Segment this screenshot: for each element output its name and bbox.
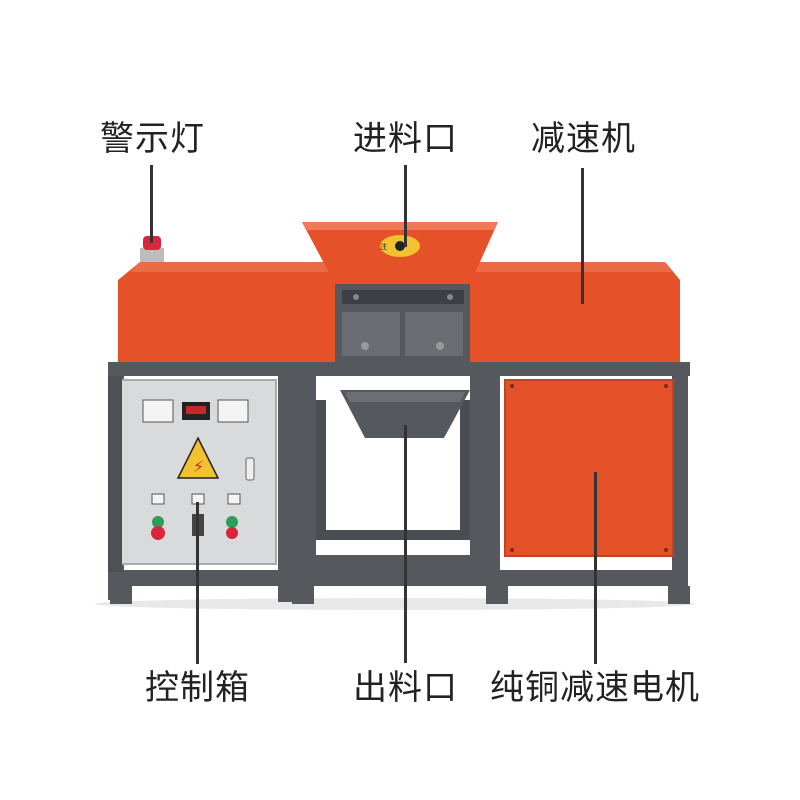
machine-frame [108,362,690,604]
leader-feed-inlet [404,165,407,247]
leader-copper-motor [594,472,597,664]
motor-cover [504,379,674,557]
label-control-box: 控制箱 [145,668,250,708]
label-feed-inlet: 进料口 [353,119,458,159]
label-discharge-outlet: 出料口 [353,668,458,708]
warning-light [140,236,164,262]
machine-housing [118,262,680,362]
leader-warning-light [150,165,153,243]
svg-text:⚡: ⚡ [193,457,204,476]
label-warning-light: 警示灯 [100,119,205,159]
leader-gear-reducer [581,168,584,304]
discharge-chute [340,390,470,438]
svg-text:注: 注 [380,242,387,251]
label-gear-reducer: 减速机 [531,119,636,159]
feed-hopper: 注 [302,222,498,284]
leader-control-box [196,502,199,664]
shredder-chamber [335,284,470,362]
label-copper-motor: 纯铜减速电机 [490,668,700,708]
leader-discharge-outlet [404,425,407,663]
